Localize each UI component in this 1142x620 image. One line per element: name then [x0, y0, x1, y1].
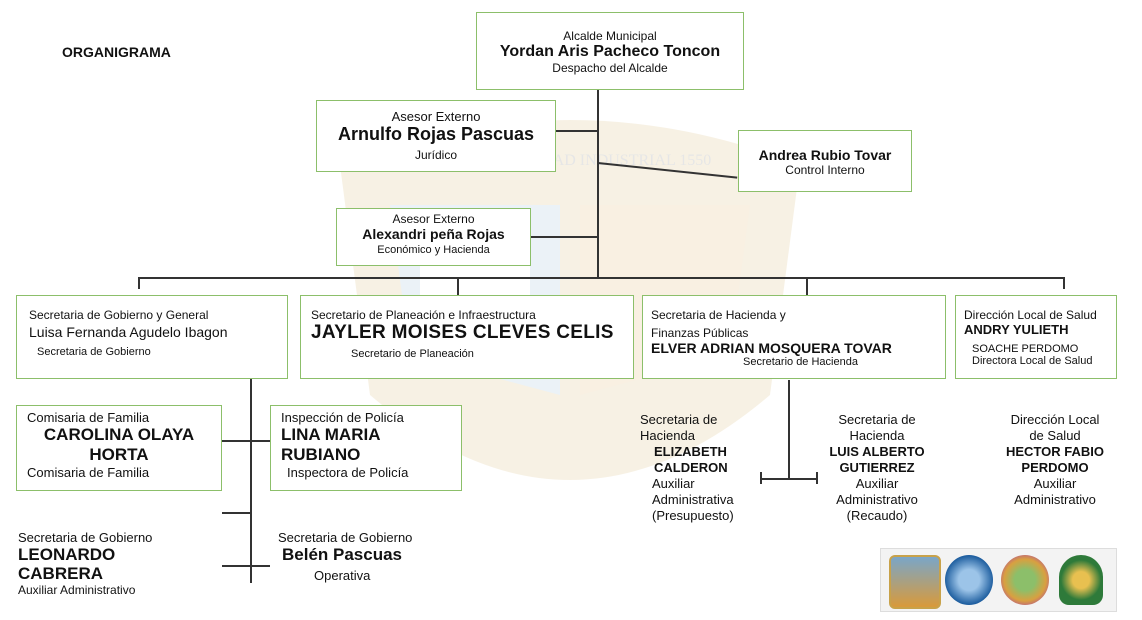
gob-operativa-area: Operativa — [314, 568, 478, 583]
gob-aux-area: Auxiliar Administrativo — [18, 583, 228, 597]
control-interno-area: Control Interno — [739, 163, 911, 177]
inspeccion-name-line1: LINA MARIA — [281, 425, 461, 445]
comisaria-box: Comisaria de Familia CAROLINA OLAYA HORT… — [16, 405, 222, 491]
gobierno-operativa-card: Secretaria de Gobierno Belén Pascuas Ope… — [278, 530, 478, 583]
salud-name-line2: SOACHE PERDOMO — [972, 343, 1116, 355]
connector — [222, 440, 270, 442]
planeacion-role: Secretario de Planeación e Infraestructu… — [311, 308, 633, 322]
asesor-juridico-role: Asesor Externo — [317, 109, 555, 124]
asesor-juridico-name: Arnulfo Rojas Pascuas — [317, 124, 555, 145]
hac-rec-area-line2: Administrativo — [812, 492, 942, 508]
chart-title: ORGANIGRAMA — [62, 44, 171, 60]
comisaria-role: Comisaria de Familia — [17, 410, 221, 425]
gobierno-area: Secretaria de Gobierno — [37, 346, 287, 358]
hacienda-name: ELVER ADRIAN MOSQUERA TOVAR — [651, 340, 945, 356]
connector — [531, 236, 598, 238]
secretaria-gobierno-box: Secretaria de Gobierno y General Luisa F… — [16, 295, 288, 379]
hac-pres-name-line2: CALDERON — [654, 460, 770, 476]
institutional-logos — [880, 548, 1117, 612]
hac-rec-role-line2: Hacienda — [812, 428, 942, 444]
connector — [788, 380, 790, 480]
control-interno-name: Andrea Rubio Tovar — [739, 147, 911, 163]
salud-aux-area-line1: Auxiliar — [990, 476, 1120, 492]
comisaria-name-line1: CAROLINA OLAYA — [17, 425, 221, 445]
comisaria-area: Comisaria de Familia — [17, 465, 221, 480]
hac-pres-area-line2: Administrativa — [652, 492, 770, 508]
inspeccion-area: Inspectora de Policía — [287, 465, 461, 480]
gobierno-auxiliar-card: Secretaria de Gobierno LEONARDO CABRERA … — [18, 530, 228, 597]
salud-aux-name-line1: HECTOR FABIO — [990, 444, 1120, 460]
gob-operativa-role: Secretaria de Gobierno — [278, 530, 478, 545]
salud-aux-role-line1: Dirección Local — [990, 412, 1120, 428]
hac-rec-area-line1: Auxiliar — [812, 476, 942, 492]
connector — [1063, 277, 1065, 289]
connector — [806, 277, 808, 295]
secretaria-planeacion-box: Secretario de Planeación e Infraestructu… — [300, 295, 634, 379]
direccion-salud-box: Dirección Local de Salud ANDRY YULIETH S… — [955, 295, 1117, 379]
connector — [597, 90, 599, 278]
connector — [138, 277, 140, 289]
connector — [556, 130, 598, 132]
comisaria-name-line2: HORTA — [17, 445, 221, 465]
salud-aux-name-line2: PERDOMO — [990, 460, 1120, 476]
asesor-economico-name: Alexandri peña Rojas — [337, 226, 530, 242]
inspeccion-name-line2: RUBIANO — [281, 445, 461, 465]
gobierno-name: Luisa Fernanda Agudelo Ibagon — [29, 324, 287, 340]
hac-rec-name-line1: LUIS ALBERTO — [812, 444, 942, 460]
gob-aux-role: Secretaria de Gobierno — [18, 530, 228, 545]
alcalde-role: Alcalde Municipal — [477, 29, 743, 43]
gob-aux-name-line1: LEONARDO — [18, 545, 228, 564]
inspeccion-role: Inspección de Policía — [281, 410, 461, 425]
salud-area: Directora Local de Salud — [972, 355, 1116, 367]
asesor-economico-role: Asesor Externo — [337, 212, 530, 226]
blue-seal-logo — [945, 555, 993, 605]
inspeccion-policia-box: Inspección de Policía LINA MARIA RUBIANO… — [270, 405, 462, 491]
green-badge-logo — [1059, 555, 1103, 605]
hac-rec-role-line1: Secretaria de — [812, 412, 942, 428]
hacienda-area: Secretario de Hacienda — [743, 356, 945, 368]
salud-name-line1: ANDRY YULIETH — [964, 322, 1116, 337]
asesor-juridico-box: Asesor Externo Arnulfo Rojas Pascuas Jur… — [316, 100, 556, 172]
hacienda-role-line1: Secretaria de Hacienda y — [651, 308, 945, 322]
planeacion-name: JAYLER MOISES CLEVES CELIS — [311, 322, 633, 344]
control-interno-box: Andrea Rubio Tovar Control Interno — [738, 130, 912, 192]
asesor-economico-area: Económico y Hacienda — [337, 244, 530, 256]
hac-rec-area-line3: (Recaudo) — [812, 508, 942, 524]
hac-pres-role-line2: Hacienda — [640, 428, 770, 444]
connector — [138, 277, 1064, 279]
hacienda-role-line2: Finanzas Públicas — [651, 326, 945, 340]
hac-pres-area-line3: (Presupuesto) — [652, 508, 770, 524]
connector — [250, 378, 252, 583]
secretaria-hacienda-box: Secretaria de Hacienda y Finanzas Públic… — [642, 295, 946, 379]
alcalde-name: Yordan Aris Pacheco Toncon — [477, 43, 743, 61]
alcalde-box: Alcalde Municipal Yordan Aris Pacheco To… — [476, 12, 744, 90]
hacienda-presupuesto-card: Secretaria de Hacienda ELIZABETH CALDERO… — [640, 412, 770, 524]
connector — [222, 512, 250, 514]
planeacion-area: Secretario de Planeación — [351, 348, 633, 360]
gob-aux-name-line2: CABRERA — [18, 564, 228, 583]
asesor-economico-box: Asesor Externo Alexandri peña Rojas Econ… — [336, 208, 531, 266]
connector — [222, 565, 270, 567]
hac-pres-name-line1: ELIZABETH — [654, 444, 770, 460]
salud-role: Dirección Local de Salud — [964, 308, 1116, 322]
asesor-juridico-area: Jurídico — [317, 148, 555, 162]
alcalde-office: Despacho del Alcalde — [477, 61, 743, 75]
salud-aux-role-line2: de Salud — [990, 428, 1120, 444]
hac-rec-name-line2: GUTIERREZ — [812, 460, 942, 476]
hacienda-recaudo-card: Secretaria de Hacienda LUIS ALBERTO GUTI… — [812, 412, 942, 524]
municipal-shield-logo — [889, 555, 941, 609]
alcaldia-seal-logo — [1001, 555, 1049, 605]
salud-aux-area-line2: Administrativo — [990, 492, 1120, 508]
salud-auxiliar-card: Dirección Local de Salud HECTOR FABIO PE… — [990, 412, 1120, 508]
gob-operativa-name: Belén Pascuas — [282, 545, 478, 565]
gobierno-role: Secretaria de Gobierno y General — [29, 308, 287, 322]
hac-pres-role-line1: Secretaria de — [640, 412, 770, 428]
hac-pres-area-line1: Auxiliar — [652, 476, 770, 492]
connector — [457, 277, 459, 295]
